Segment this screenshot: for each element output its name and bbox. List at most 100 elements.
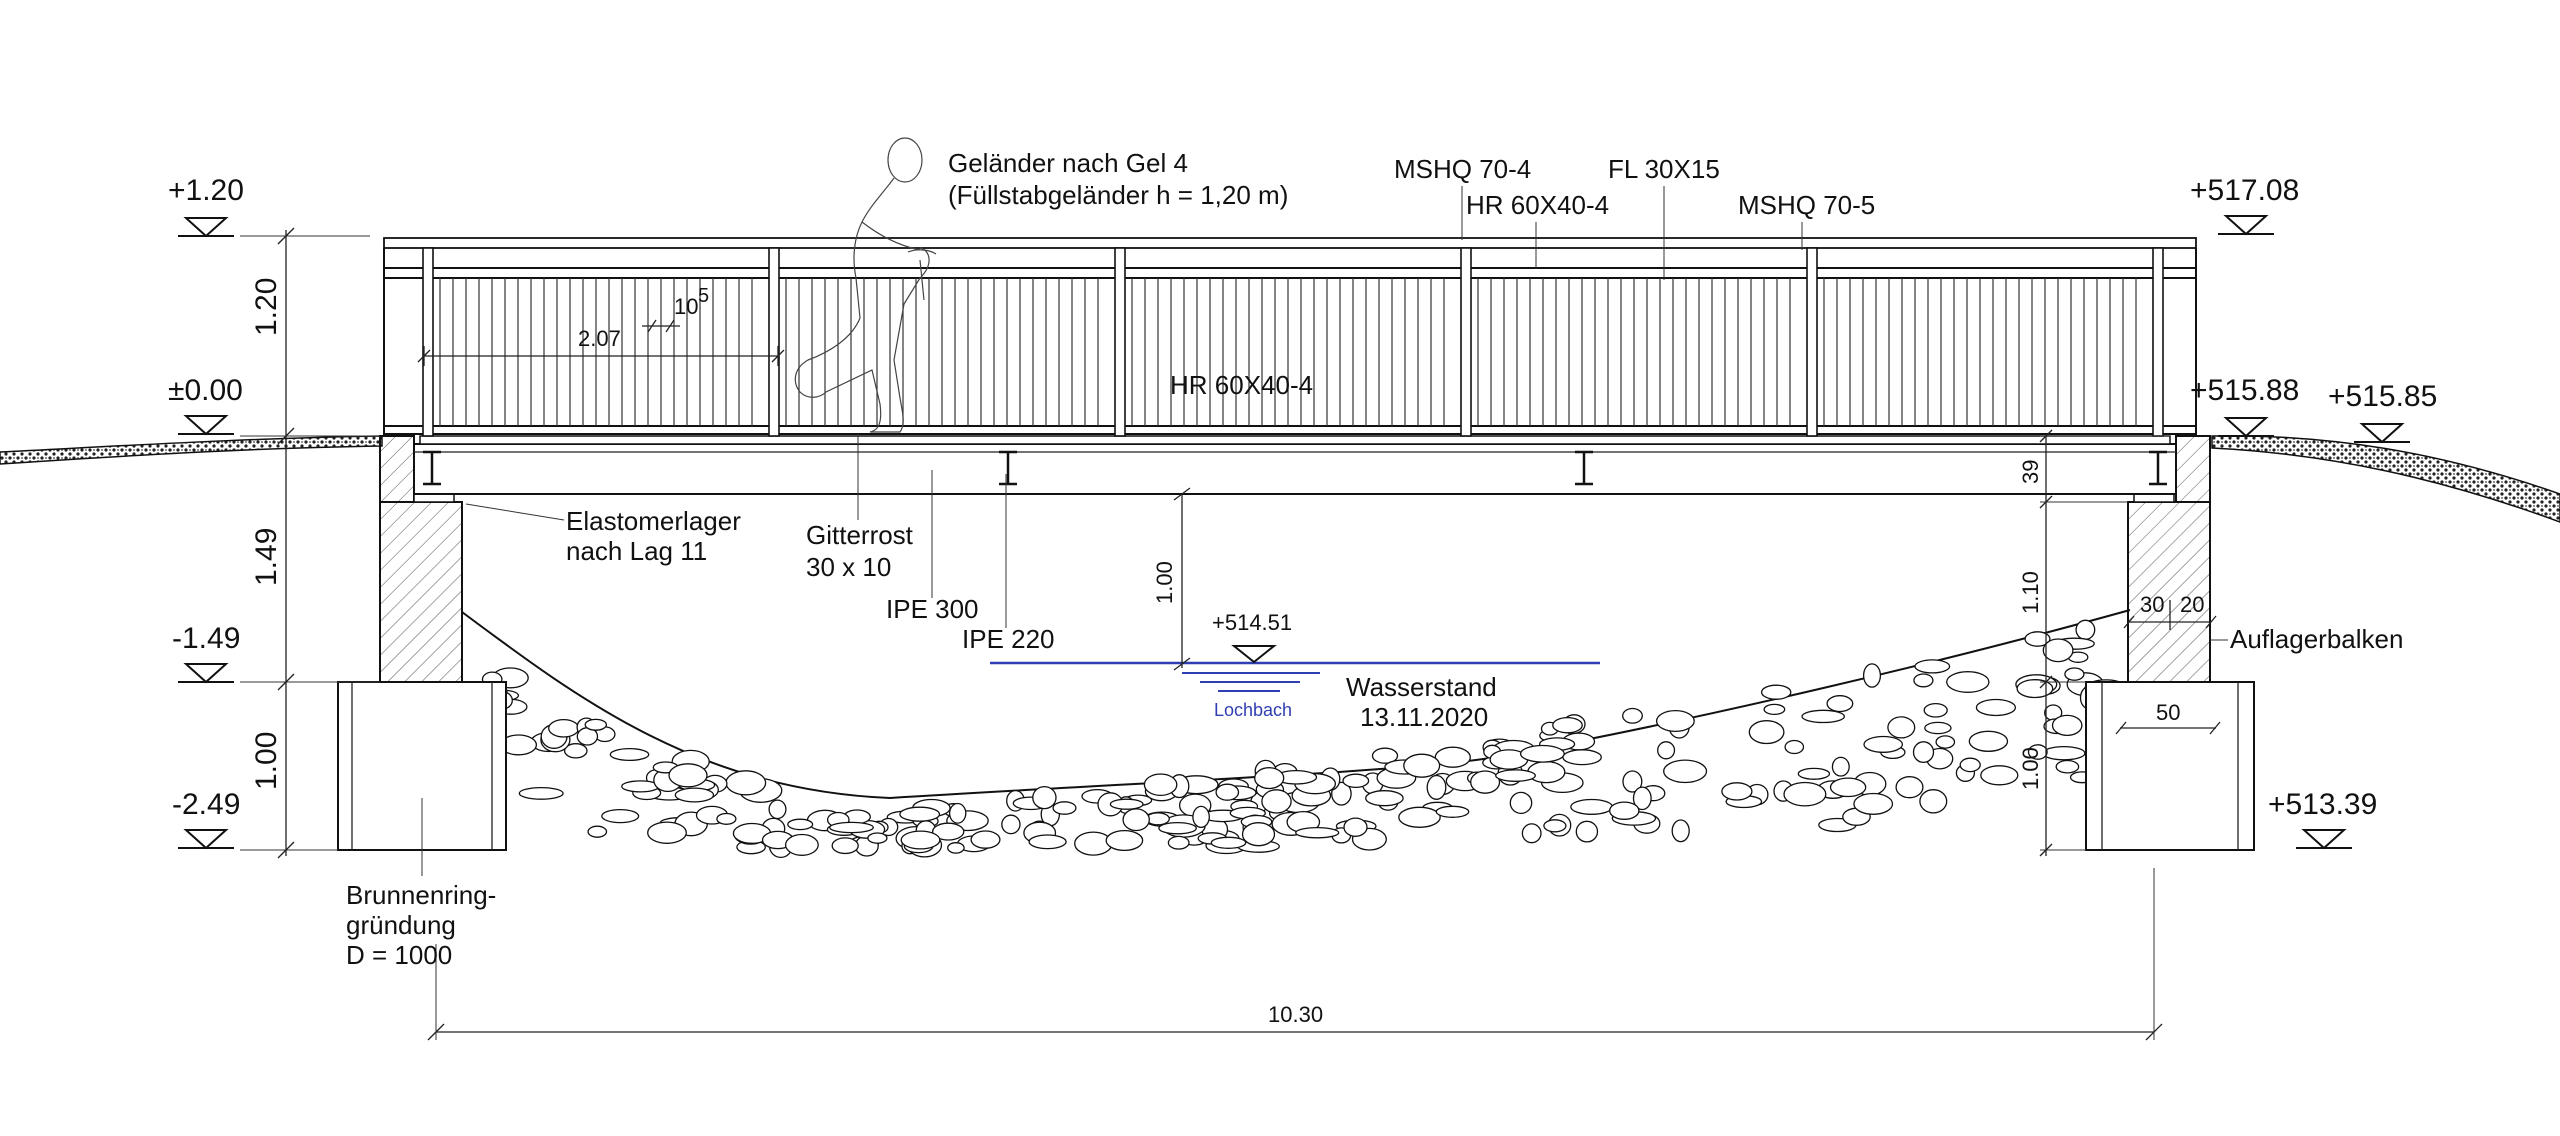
railing-post <box>1806 247 1818 437</box>
riverbed-stone <box>784 833 819 856</box>
riverbed-stone <box>1122 808 1150 832</box>
riverbed-stone <box>1946 671 1990 693</box>
riverbed-stone <box>2024 631 2051 647</box>
right-bearing-block <box>2175 435 2211 503</box>
riverbed-stone <box>1924 721 1952 735</box>
deck-grating <box>419 435 2171 445</box>
support-beam-dimension <box>2115 600 2221 735</box>
railing-post <box>2152 247 2164 437</box>
post-spacing-dimension <box>417 319 785 366</box>
label-foundation-2: gründung <box>346 910 456 940</box>
label-mshq-2: MSHQ 70-5 <box>1738 190 1875 220</box>
riverbed-stone <box>1959 757 1981 773</box>
dim-bar-spacing-sup: 5 <box>698 285 709 307</box>
riverbed-stone <box>1655 709 1695 733</box>
riverbed-stone <box>1831 756 1850 777</box>
riverbed-stone <box>1105 829 1144 852</box>
riverbed-stone <box>716 812 737 825</box>
riverbed-stone <box>647 821 687 844</box>
riverbed-stone <box>948 802 967 824</box>
riverbed-stone <box>1826 695 1854 713</box>
riverbed-stone <box>1980 765 2019 786</box>
riverbed-stone <box>1509 791 1533 815</box>
label-railing-2: (Füllstabgeländer h = 1,20 m) <box>948 180 1288 210</box>
riverbed-stone <box>900 830 941 850</box>
riverbed-stone <box>1895 776 1924 799</box>
riverbed-stone <box>867 832 888 844</box>
riverbed-stone <box>674 787 715 803</box>
label-grating-2: 30 x 10 <box>806 552 891 582</box>
riverbed-stone <box>1657 741 1676 760</box>
ibeam-section <box>2149 450 2167 486</box>
level-markers <box>178 215 2410 850</box>
riverbed-stone <box>1295 826 1340 839</box>
riverbed-stone <box>1215 783 1240 801</box>
riverbed-stone <box>1192 805 1210 829</box>
riverbed-stone <box>1671 819 1690 843</box>
dim-right-abutment-height: 1.10 <box>2018 571 2043 614</box>
ibeam-section <box>999 450 1017 486</box>
riverbed-stone <box>1261 789 1292 814</box>
level-left-bottom: -2.49 <box>172 788 240 821</box>
riverbed-stone <box>1570 798 1614 815</box>
dim-span: 10.30 <box>1268 1002 1323 1027</box>
label-hr-mid: HR 60X40-4 <box>1170 370 1313 400</box>
riverbed-stone <box>1721 782 1753 801</box>
riverbed-stone <box>1609 801 1640 820</box>
left-abutment <box>379 501 463 683</box>
riverbed-stone <box>1001 814 1021 835</box>
label-hr-top: HR 60X40-4 <box>1466 190 1609 220</box>
riverbed-stone <box>668 763 708 788</box>
riverbed-stone <box>1914 659 1951 674</box>
riverbed-stone <box>2051 714 2083 737</box>
riverbed-stone <box>899 806 941 822</box>
riverbed-stone <box>1143 773 1178 797</box>
riverbed-stone <box>1863 735 1904 753</box>
level-left-top: +1.20 <box>168 174 244 207</box>
riverbed-stone <box>587 825 608 838</box>
riverbed-stone <box>1527 760 1566 784</box>
ibeam-section <box>1575 450 1593 486</box>
riverbed-stone <box>1210 836 1247 849</box>
railing-post <box>768 247 780 437</box>
riverbed-stone <box>1801 709 1846 724</box>
riverbed-stone <box>2027 744 2048 760</box>
left-bearing-block <box>379 435 415 503</box>
riverbed-stone <box>725 770 767 796</box>
riverbed-stone <box>1434 746 1471 768</box>
label-foundation-1: Brunnenring- <box>346 880 496 910</box>
label-bearing-2: nach Lag 11 <box>566 536 707 566</box>
riverbed-stone <box>1167 835 1190 850</box>
railing-post <box>1460 247 1472 437</box>
railing-post <box>422 247 434 437</box>
label-mshq-1: MSHQ 70-4 <box>1394 154 1531 184</box>
riverbed-stone <box>1887 716 1916 739</box>
riverbed-stone <box>563 743 588 759</box>
riverbed-stone <box>1622 707 1643 724</box>
railing-posts <box>422 247 2164 437</box>
water-name: Lochbach <box>1214 700 1292 720</box>
water-level: +514.51 <box>1212 610 1292 635</box>
riverbed-stone <box>1632 786 1652 811</box>
riverbed-stone <box>1919 789 1948 814</box>
pedestrian-figure <box>794 137 937 433</box>
riverbed-stone <box>831 837 859 855</box>
right-dimension-chain <box>2039 429 2170 857</box>
riverbed-stone <box>1519 744 1565 763</box>
riverbed-stone <box>1853 792 1894 815</box>
railing-post <box>1114 247 1126 437</box>
riverbed-stone <box>1052 801 1077 815</box>
dim-left-abutment-height: 1.49 <box>250 528 283 586</box>
riverbed-stone <box>2042 745 2086 761</box>
label-ipe220: IPE 220 <box>962 624 1055 654</box>
riverbed-stone <box>2055 759 2080 774</box>
level-right-deck: +515.88 <box>2190 374 2299 407</box>
label-railing-1: Geländer nach Gel 4 <box>948 148 1188 178</box>
cross-girder-sections <box>423 450 2167 486</box>
water-stand-date: 13.11.2020 <box>1360 702 1488 732</box>
riverbed-stone <box>1663 759 1708 784</box>
riverbed-stone <box>518 786 564 800</box>
riverbed-stone <box>548 718 580 738</box>
riverbed-stone <box>1797 767 1831 780</box>
